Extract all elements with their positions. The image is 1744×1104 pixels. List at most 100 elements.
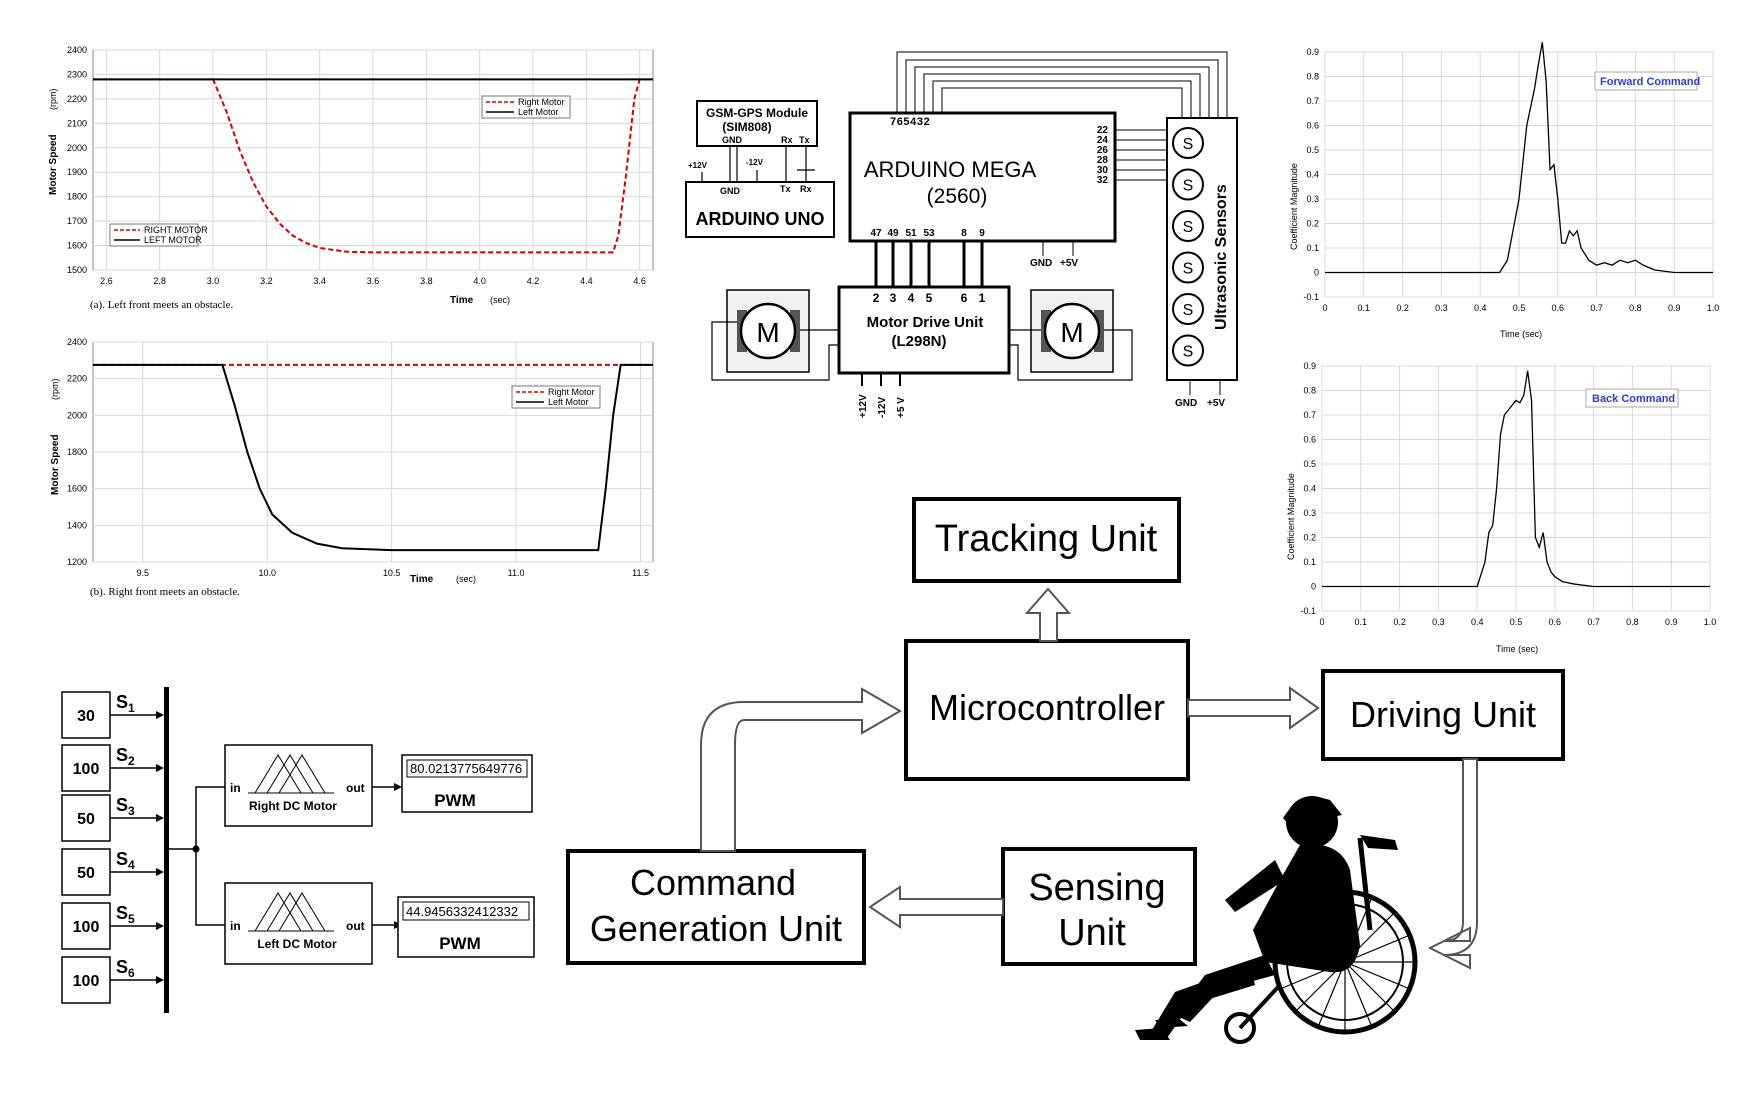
tracking-unit-box [912, 497, 1181, 583]
sensor-label: S [1183, 219, 1194, 236]
flow-arrows [700, 587, 1478, 970]
mux-bar [164, 687, 169, 1013]
legend-back: Back Command [1592, 393, 1675, 405]
x-tick-label: 4.6 [633, 276, 646, 286]
ultrasonic-sensor-icon [1172, 210, 1204, 242]
left-block-label: Left DC Motor [257, 937, 337, 951]
x-axis-unit: (sec) [490, 295, 510, 305]
y-tick-label: 0.6 [1303, 435, 1316, 445]
series-line-back-command [1322, 370, 1710, 588]
fuzzy-icon [248, 892, 334, 932]
arduino-uno-label: ARDUINO UNO [696, 209, 825, 229]
sensing-label-line1: Sensing [1028, 867, 1165, 909]
command-label-line1: Command [630, 862, 796, 903]
driver-pin-6: 6 [961, 291, 968, 305]
x-tick-label: 3.8 [420, 276, 433, 286]
sensors-gnd: GND [1175, 398, 1197, 409]
y-tick-label: 1800 [67, 192, 87, 202]
x-tick-label: 10.0 [258, 568, 276, 578]
sensor-arrowhead [156, 814, 164, 822]
x-axis-label: Time [410, 574, 434, 585]
sensor-name-s5: S5 [116, 903, 135, 926]
gsm-pin-tx: Tx [799, 135, 810, 145]
y-tick-label: 2200 [67, 374, 87, 384]
sensor-constant-block [61, 691, 111, 739]
y-axis-unit: (rpm) [48, 89, 58, 111]
x-tick-label: 0.9 [1665, 617, 1678, 627]
sensor-constant-value: 100 [73, 973, 100, 990]
sensor-arrowhead [156, 711, 164, 719]
caption: (b). Right front meets an obstacle. [90, 586, 240, 598]
wheelchair-user-icon [1135, 796, 1418, 1044]
y-tick-label: 2100 [67, 118, 87, 128]
driver-12v: +12V [858, 394, 869, 418]
mega-top-pins: 765432 [890, 116, 930, 128]
legend-inner: RIGHT MOTOR LEFT MOTOR [109, 223, 208, 247]
driver-pin-5: 5 [926, 291, 933, 305]
legend: Right Motor Left Motor [511, 385, 601, 409]
sensor-label: S [1183, 344, 1194, 361]
right-block-out: out [346, 781, 365, 795]
x-tick-label: 11.0 [508, 568, 525, 578]
legend: Right Motor Left Motor [481, 95, 571, 119]
y-tick-label: 2200 [67, 94, 87, 104]
right-motor-label: M [1060, 317, 1083, 348]
x-tick-label: 1.0 [1707, 303, 1720, 313]
x-tick-label: 3.2 [260, 276, 273, 286]
ultrasonic-sensor-icon [1172, 251, 1204, 284]
mega-pin-32: 32 [1097, 175, 1109, 186]
driver-5v: +5 V [896, 397, 907, 418]
y-tick-label: 2400 [67, 45, 87, 55]
sensor-arrowhead [156, 764, 164, 772]
x-tick-label: 4.4 [580, 276, 593, 286]
y-tick-label: 0.5 [1306, 145, 1319, 155]
y-axis-label: Motor Speed [48, 134, 59, 195]
right-pwm-label: PWM [434, 791, 476, 810]
arrow-to-command [868, 885, 1004, 929]
gsm-module-box [696, 100, 818, 147]
arduino-uno-box [685, 181, 835, 238]
y-tick-label: 1200 [67, 557, 87, 567]
driver-pin-2: 2 [873, 291, 880, 305]
y-tick-label: 0.6 [1306, 121, 1319, 131]
x-tick-label: 0.8 [1629, 303, 1642, 313]
gsm-pin-gnd: GND [722, 135, 743, 145]
x-tick-label: 3.0 [207, 276, 220, 286]
sensor-name-s3: S3 [116, 795, 135, 818]
sensor-constant-block [61, 794, 111, 842]
left-dc-motor-block [224, 882, 373, 965]
ultrasonic-sensors-box [1166, 117, 1238, 381]
mega-pin-51: 51 [905, 228, 917, 239]
driver-pin-3: 3 [890, 291, 897, 305]
x-tick-label: 0.9 [1668, 303, 1681, 313]
y-tick-label: -0.1 [1303, 292, 1319, 302]
y-tick-label: 0 [1314, 268, 1319, 278]
x-tick-label: 0.7 [1590, 303, 1603, 313]
sensor-arrowhead [156, 922, 164, 930]
x-axis-unit: (sec) [456, 574, 476, 584]
left-motor-label: M [756, 317, 779, 348]
x-tick-label: 0.3 [1435, 303, 1448, 313]
sensor-name-s1: S1 [116, 692, 135, 715]
uno-12v: +12V [688, 161, 708, 170]
driver-pin-1: 1 [979, 291, 986, 305]
y-tick-label: 0.8 [1303, 386, 1316, 396]
y-tick-label: 0.9 [1306, 47, 1319, 57]
legend-left-motor: Left Motor [518, 107, 559, 117]
mega-pin-22: 22 [1097, 125, 1109, 136]
y-tick-label: 0.9 [1303, 361, 1316, 371]
y-tick-label: 0.3 [1303, 508, 1316, 518]
x-tick-label: 9.5 [137, 568, 150, 578]
x-tick-label: 0.2 [1393, 617, 1406, 627]
y-tick-label: 0.1 [1303, 557, 1316, 567]
arrow-to-tracking [1024, 587, 1072, 642]
system-block-diagram: Tracking Unit Microcontroller Driving Un… [566, 497, 1565, 970]
x-axis-label: Time (sec) [1500, 329, 1542, 339]
sensor-constant-block [61, 956, 111, 1004]
uno-gnd: GND [720, 186, 741, 196]
arduino-mega-label: ARDUINO MEGA [864, 157, 1037, 182]
x-tick-label: 0.1 [1358, 303, 1371, 313]
motor-drive-label: Motor Drive Unit [867, 314, 984, 331]
